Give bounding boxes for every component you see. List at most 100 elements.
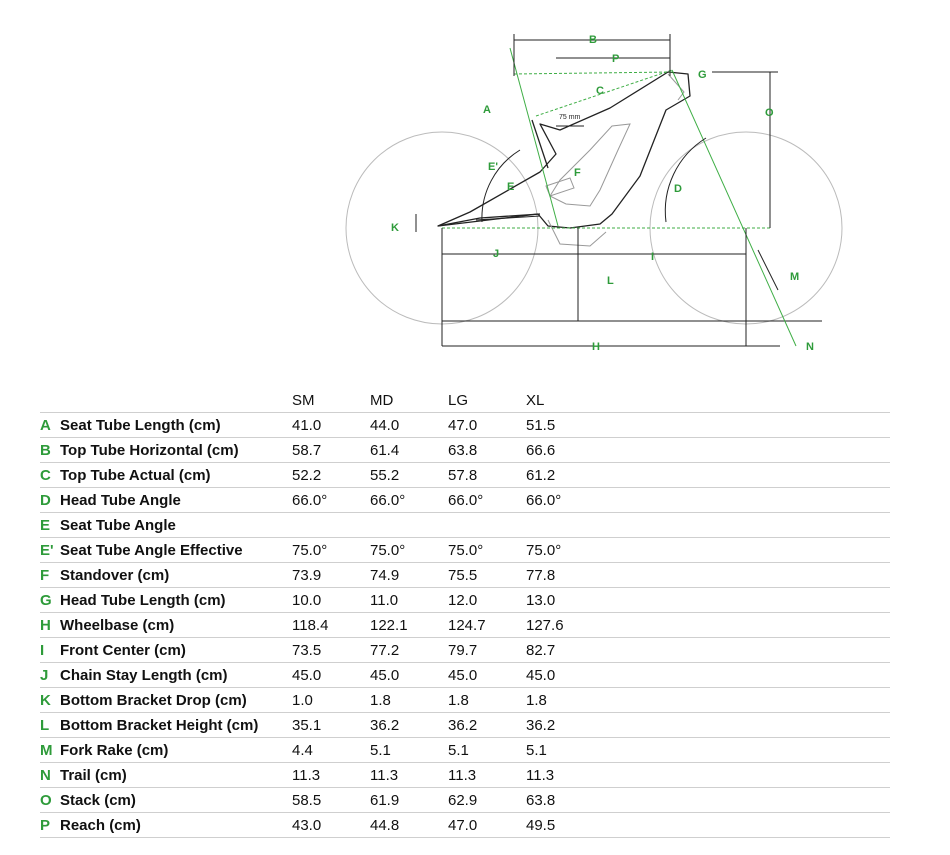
row-value: 11.3: [370, 762, 448, 788]
row-name: Trail (cm): [60, 762, 292, 788]
row-name: Front Center (cm): [60, 637, 292, 663]
row-value: 122.1: [370, 612, 448, 638]
row-name: Chain Stay Length (cm): [60, 662, 292, 688]
row-spacer: [604, 587, 890, 613]
label-e-prime: E': [488, 161, 498, 173]
label-c: C: [596, 85, 604, 97]
label-i: I: [651, 251, 654, 263]
row-value: 45.0: [292, 662, 370, 688]
row-value: 11.3: [292, 762, 370, 788]
dim-m: [757, 249, 779, 291]
row-value: 75.0°: [526, 537, 604, 563]
row-value: 63.8: [526, 787, 604, 813]
label-l: L: [607, 275, 614, 287]
seat-tube-effective-line: [509, 47, 559, 227]
table-header-row: SM MD LG XL: [40, 388, 890, 413]
row-letter: E: [40, 512, 60, 538]
row-value: 52.2: [292, 462, 370, 488]
row-value: 79.7: [448, 637, 526, 663]
row-value: 57.8: [448, 462, 526, 488]
row-spacer: [604, 537, 890, 563]
row-spacer: [604, 712, 890, 738]
row-letter: E': [40, 537, 60, 563]
row-value: 73.9: [292, 562, 370, 588]
dim-d-arc: [664, 137, 707, 223]
row-value: 5.1: [370, 737, 448, 763]
row-letter: J: [40, 662, 60, 688]
row-spacer: [604, 762, 890, 788]
row-value: [370, 512, 448, 538]
row-value: 75.0°: [448, 537, 526, 563]
row-spacer: [604, 412, 890, 438]
row-value: 35.1: [292, 712, 370, 738]
row-value: 5.1: [448, 737, 526, 763]
row-value: 11.3: [448, 762, 526, 788]
row-spacer: [604, 437, 890, 463]
row-value: 66.0°: [448, 487, 526, 513]
row-value: 66.0°: [526, 487, 604, 513]
row-letter: H: [40, 612, 60, 638]
row-value: 44.0: [370, 412, 448, 438]
row-value: 61.2: [526, 462, 604, 488]
row-value: [448, 512, 526, 538]
row-value: 1.8: [526, 687, 604, 713]
bike-frame: [437, 71, 691, 247]
row-spacer: [604, 662, 890, 688]
row-value: 45.0: [370, 662, 448, 688]
label-g: G: [698, 69, 707, 81]
row-value: 41.0: [292, 412, 370, 438]
row-name: Top Tube Horizontal (cm): [60, 437, 292, 463]
row-letter: L: [40, 712, 60, 738]
row-value: 75.5: [448, 562, 526, 588]
row-letter: M: [40, 737, 60, 763]
row-value: 62.9: [448, 787, 526, 813]
row-spacer: [604, 737, 890, 763]
row-value: 45.0: [526, 662, 604, 688]
row-spacer: [604, 787, 890, 813]
row-value: [526, 512, 604, 538]
row-value: 55.2: [370, 462, 448, 488]
row-spacer: [604, 687, 890, 713]
geometry-diagram: B P G C A O 75 mm E' F E D K J I M L H N: [345, 34, 843, 353]
head-tube-axis-line: [671, 69, 797, 347]
row-value: 1.8: [448, 687, 526, 713]
row-value: 4.4: [292, 737, 370, 763]
row-name: Wheelbase (cm): [60, 612, 292, 638]
label-e: E: [507, 181, 514, 193]
row-value: 73.5: [292, 637, 370, 663]
row-value: 11.0: [370, 587, 448, 613]
row-value: 63.8: [448, 437, 526, 463]
row-spacer: [604, 612, 890, 638]
label-f: F: [574, 167, 581, 179]
dim-e: [475, 215, 541, 221]
row-letter: K: [40, 687, 60, 713]
top-tube-horizontal-line: [513, 71, 673, 75]
row-value: 5.1: [526, 737, 604, 763]
label-n: N: [806, 341, 814, 353]
label-m: M: [790, 271, 799, 283]
label-o: O: [765, 107, 774, 119]
row-spacer: [604, 462, 890, 488]
row-value: 74.9: [370, 562, 448, 588]
row-value: 43.0: [292, 812, 370, 838]
label-b: B: [589, 34, 597, 46]
row-name: Head Tube Angle: [60, 487, 292, 513]
row-value: 77.2: [370, 637, 448, 663]
row-letter: C: [40, 462, 60, 488]
row-letter: N: [40, 762, 60, 788]
row-name: Bottom Bracket Height (cm): [60, 712, 292, 738]
row-value: 11.3: [526, 762, 604, 788]
row-value: 58.7: [292, 437, 370, 463]
row-name: Head Tube Length (cm): [60, 587, 292, 613]
row-value: 1.0: [292, 687, 370, 713]
row-value: 61.4: [370, 437, 448, 463]
